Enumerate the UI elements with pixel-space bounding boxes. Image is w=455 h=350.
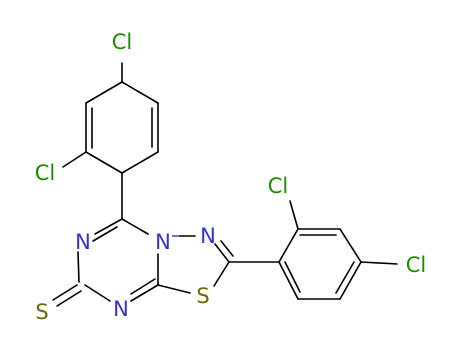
sulfur-label: S [196, 284, 209, 308]
chlorine-label: Cl [268, 174, 289, 198]
bond [289, 200, 299, 230]
bond [84, 284, 111, 302]
bond [92, 226, 118, 242]
bond [278, 261, 299, 300]
bond [94, 218, 123, 235]
bond [284, 261, 301, 293]
bond [335, 261, 355, 294]
chlorine-label: Cl [35, 161, 56, 185]
bond [130, 278, 156, 295]
bond [213, 261, 230, 287]
bond [77, 251, 80, 283]
atom-labels: Cl Cl Cl Cl N N N N S S [35, 30, 427, 324]
bond [214, 243, 230, 263]
nitrogen-label: N [75, 230, 91, 254]
bond [130, 284, 159, 302]
bonds [52, 62, 398, 307]
bond [278, 228, 299, 263]
bond [62, 151, 87, 168]
bond [52, 284, 78, 301]
bond [121, 218, 149, 235]
nitrogen-label: N [200, 224, 216, 248]
bond [85, 81, 123, 104]
nitrogen-label: N [155, 230, 171, 254]
bond [85, 151, 123, 174]
bond [157, 284, 191, 294]
bond [360, 261, 398, 265]
bond [121, 151, 159, 174]
bond [339, 228, 362, 263]
nitrogen-label: N [113, 297, 129, 321]
bond [121, 81, 159, 104]
sulfur-label: S [35, 300, 48, 324]
bond [56, 290, 82, 307]
chlorine-label: Cl [112, 30, 133, 54]
chlorine-label: Cl [406, 253, 427, 277]
bond [339, 261, 362, 300]
bond [220, 240, 234, 257]
